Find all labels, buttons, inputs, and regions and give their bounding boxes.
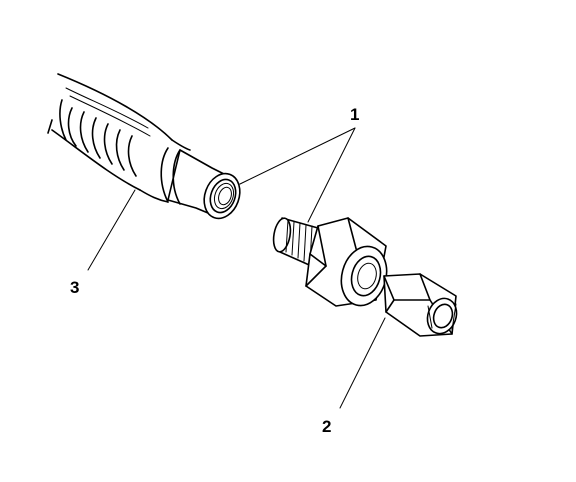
hex-body xyxy=(305,217,388,307)
hose-assembly xyxy=(47,73,241,220)
male-fitting-assembly xyxy=(272,217,458,337)
callout-2: 2 xyxy=(322,417,331,436)
callout-3: 3 xyxy=(70,278,79,297)
female-fitting xyxy=(167,149,241,220)
hose-corrugations xyxy=(47,87,151,177)
leader-lines xyxy=(87,127,386,409)
hex-nut xyxy=(383,273,458,337)
callout-1: 1 xyxy=(350,105,359,124)
